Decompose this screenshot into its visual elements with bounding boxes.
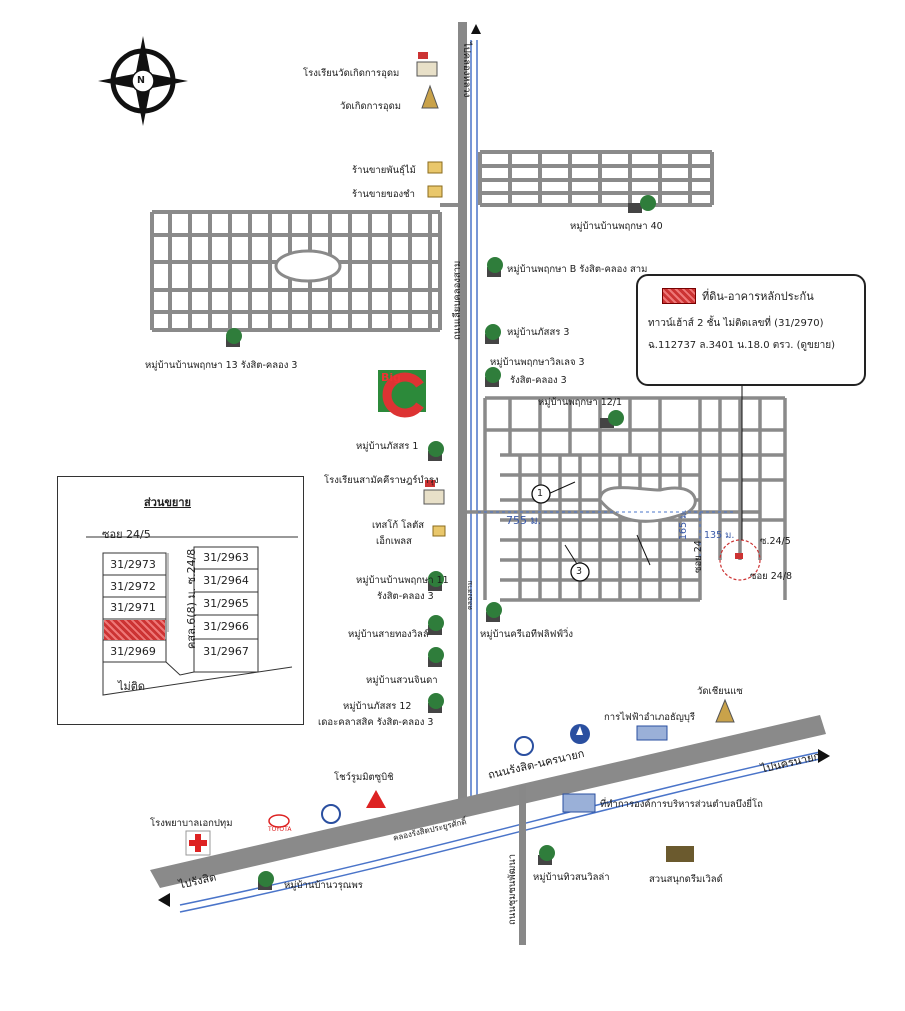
label-phatson1: หมู่บ้านภัสสร 1 [356, 441, 419, 452]
label-pruksa11-1: หมู่บ้านบ้านพฤกษา 11 [356, 575, 449, 586]
legend-title: ที่ดิน-อาคารหลักประกัน [702, 290, 814, 303]
label-shop-grocery: ร้านขายของชำ [352, 189, 415, 200]
inset-plan: ส่วนขยาย ซอย 24/5 คสล.6(8) ม. ซ.24/8 ไม่… [57, 476, 304, 725]
canal-vertical-label: คลองสาม [466, 580, 474, 610]
label-phatson12-2: เดอะคลาสสิค รังสิต-คลอง 3 [318, 717, 434, 728]
distance-165: 165 ม. [678, 509, 689, 540]
legend-swatch [662, 288, 696, 304]
label-tesco-2: เอ็กเพลส [376, 536, 412, 547]
label-suanjinda: หมู่บ้านสวนจินดา [366, 675, 438, 686]
lot-right-3: 31/2965 [203, 597, 249, 610]
lot-right-1: 31/2963 [203, 551, 249, 564]
legend-line3: ฉ.112737 ล.3401 น.18.0 ตรว. (ดูขยาย) [648, 340, 836, 351]
lot-left-3: 31/2971 [110, 601, 156, 614]
school-icon [416, 52, 445, 505]
label-village40: หมู่บ้านบ้านพฤกษา 40 [570, 221, 663, 232]
label-hospital: โรงพยาบาลเอกปทุม [150, 818, 233, 829]
soi-24-8-label: ซอย 24/8 [750, 571, 793, 582]
label-pruksa12: หมู่บ้านพฤกษา 12/1 [538, 397, 623, 408]
inset-lines [86, 536, 298, 696]
label-shop-tree: ร้านขายพันธุ์ไม้ [352, 165, 416, 176]
distance-135: 135 ม. [704, 530, 735, 541]
lot-right-2: 31/2964 [203, 574, 249, 587]
marker-3: 3 [576, 566, 583, 577]
label-temple2: วัดเชียนแซ [697, 686, 743, 697]
label-tesco-1: เทสโก้ โลตัส [372, 520, 425, 531]
diagonal-road [150, 715, 826, 888]
lot-right-5: 31/2967 [203, 645, 249, 658]
label-temple1: วัดเกิดการอุดม [340, 101, 401, 112]
logo-icons [185, 724, 694, 862]
lot-left-1: 31/2973 [110, 558, 156, 571]
lot-left-2: 31/2972 [110, 580, 156, 593]
target-circle [719, 539, 761, 581]
label-amusement: สวนสนุกดรีมเวิลด์ [649, 874, 723, 885]
label-pruksa-ville-2: รังสิต-คลอง 3 [510, 375, 567, 386]
label-school2: โรงเรียนสามัคคีราษฎร์บำรุง [324, 475, 439, 486]
big-c-text: Big [381, 371, 402, 384]
label-village13: หมู่บ้านบ้านพฤกษา 13 รังสิต-คลอง 3 [145, 360, 298, 371]
inset-title: ส่วนขยาย [144, 496, 191, 509]
legend-box: ที่ดิน-อาคารหลักประกัน ทาวน์เฮ้าส์ 2 ชั้… [636, 274, 866, 386]
temple-icon [421, 84, 735, 723]
lot-right-4: 31/2966 [203, 620, 249, 633]
label-thiwson: หมู่บ้านทิวสนวิลล่า [533, 872, 610, 883]
label-toyota: TOYOTA [268, 826, 292, 833]
legend-line2: ทาวน์เฮ้าส์ 2 ชั้น ไม่ติดเลขที่ (31/2970… [648, 318, 824, 329]
label-warunporn: หมู่บ้านบ้านวรุณพร [284, 880, 363, 891]
lot-target [104, 620, 165, 640]
label-pruksa-ville-1: หมู่บ้านพฤกษาวิลเลจ 3 [490, 357, 585, 368]
main-road [458, 22, 467, 802]
label-villageB: หมู่บ้านพฤกษา B รังสิต-คลอง สาม [507, 264, 648, 275]
compass-icon [98, 36, 188, 126]
label-showroom: โชว์รูมมิตซูบิชิ [334, 772, 394, 783]
inset-bottom-label: ไม่ติด [118, 680, 146, 693]
soi-24-label: ซอย 24 [693, 540, 704, 573]
label-admin: ที่ทำการองค์การบริหารส่วนตำบลบึงยี่โถ [600, 799, 763, 810]
label-school1: โรงเรียนวัดเกิดการอุดม [303, 68, 400, 79]
road-to-khlong-luang: ไปคลองหลวง [461, 42, 472, 98]
label-pruksa11-2: รังสิต-คลอง 3 [377, 591, 434, 602]
label-phatson12-1: หมู่บ้านภัสสร 12 [343, 701, 412, 712]
lot-left-5: 31/2969 [110, 645, 156, 658]
label-saithong: หมู่บ้านสายทองวิลล์ [348, 629, 429, 640]
distance-755: 755 ม. [506, 514, 542, 527]
village-icons [226, 195, 656, 890]
road-bottom-vertical: ถนนชุมชนพัฒนา [507, 853, 518, 925]
label-phatson3: หมู่บ้านภัสสร 3 [507, 327, 570, 338]
road-main-vertical: ถนนเลียบคลองสาม [452, 260, 463, 340]
compass-letter: N [137, 75, 145, 86]
label-electric: การไฟฟ้าอำเภอธัญบุรี [604, 712, 696, 723]
label-krisda: หมู่บ้านครีเอทีฟลิฟฟ์วิ่ง [480, 629, 574, 640]
inset-soi-top: ซอย 24/5 [102, 528, 151, 541]
marker-1: 1 [537, 488, 544, 499]
shop-icon [427, 161, 446, 537]
soi-24-5-label: ซ.24/5 [760, 536, 791, 547]
